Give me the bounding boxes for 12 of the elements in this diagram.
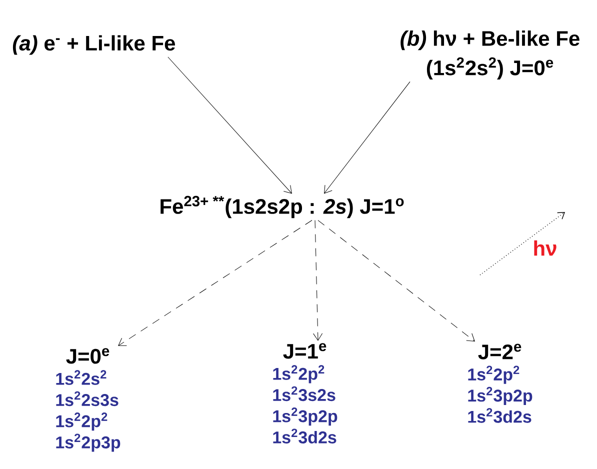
reaction-label: (a) e$^{-}$ + Li-like Fe	[12, 35, 176, 55]
arrow	[324, 81, 410, 194]
configuration-list: J=2$^{e}$ 1s$^{2}$2p$^{2}$ 1s$^{2}$3p2p 1s$^{2}$3d2s	[468, 344, 532, 423]
reaction-label: (b) hν + Be-like Fe (1s$^{2}$2s$^{2}$) J=0$^{e}$	[400, 30, 580, 80]
arrow	[318, 220, 475, 342]
arrow	[168, 56, 292, 194]
configuration-list: J=1$^{e}$ 1s$^{2}$2p$^{2}$ 1s$^{2}$3s2s 1s$^{2}$3p2p 1s$^{2}$3d2s	[273, 343, 338, 444]
state-label: Fe$^{23+ **}$(1s2s2p : 2s) J=1$^{o}$	[160, 196, 404, 218]
configuration-list: J=0$^{e}$ 1s$^{2}$2s$^{2}$ 1s$^{2}$2s3s 1s$^{2}$2p$^{2}$ 1s$^{2}$2p3p	[56, 348, 120, 452]
arrow	[118, 220, 312, 346]
photon-label: hν	[534, 240, 556, 256]
arrow	[313, 220, 323, 341]
